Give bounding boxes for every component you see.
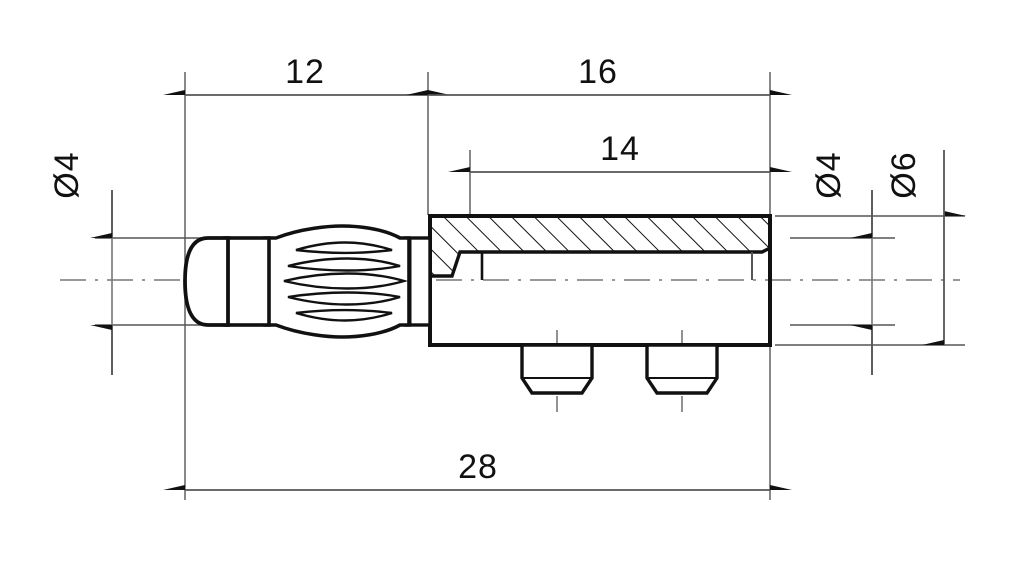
- dim-label-16: 16: [578, 53, 618, 91]
- grub-screws: [520, 343, 719, 395]
- spring-slot: [295, 308, 393, 322]
- spring-slot: [295, 241, 393, 255]
- pin-collar: [223, 236, 271, 327]
- screw-2-body: [645, 343, 719, 395]
- dim-label-dia6-right: Ø6: [885, 151, 923, 198]
- dim-label-14: 14: [600, 130, 640, 168]
- screw-1-body: [520, 343, 594, 395]
- spring-barrel-slots: [283, 241, 409, 322]
- dimension-lines: [90, 90, 966, 495]
- dim-label-dia4-left: Ø4: [48, 151, 86, 198]
- dim-label-12: 12: [285, 53, 325, 91]
- spring-barrel: [263, 224, 411, 339]
- dimension-labels: 12 16 14 28 Ø4 Ø4 Ø6: [48, 53, 923, 486]
- dim-label-dia4-right: Ø4: [810, 151, 848, 198]
- spring-barrel-outline: [263, 224, 411, 339]
- dim-label-28: 28: [458, 448, 498, 486]
- part-geometry: [183, 214, 772, 395]
- sleeve-hatched-wall: [430, 216, 770, 276]
- pin-tip: [183, 236, 230, 327]
- spring-slot: [287, 291, 401, 306]
- spring-slot: [283, 272, 409, 290]
- sleeve-bore-chamfer-edge: [430, 246, 771, 278]
- spring-slot: [287, 257, 401, 272]
